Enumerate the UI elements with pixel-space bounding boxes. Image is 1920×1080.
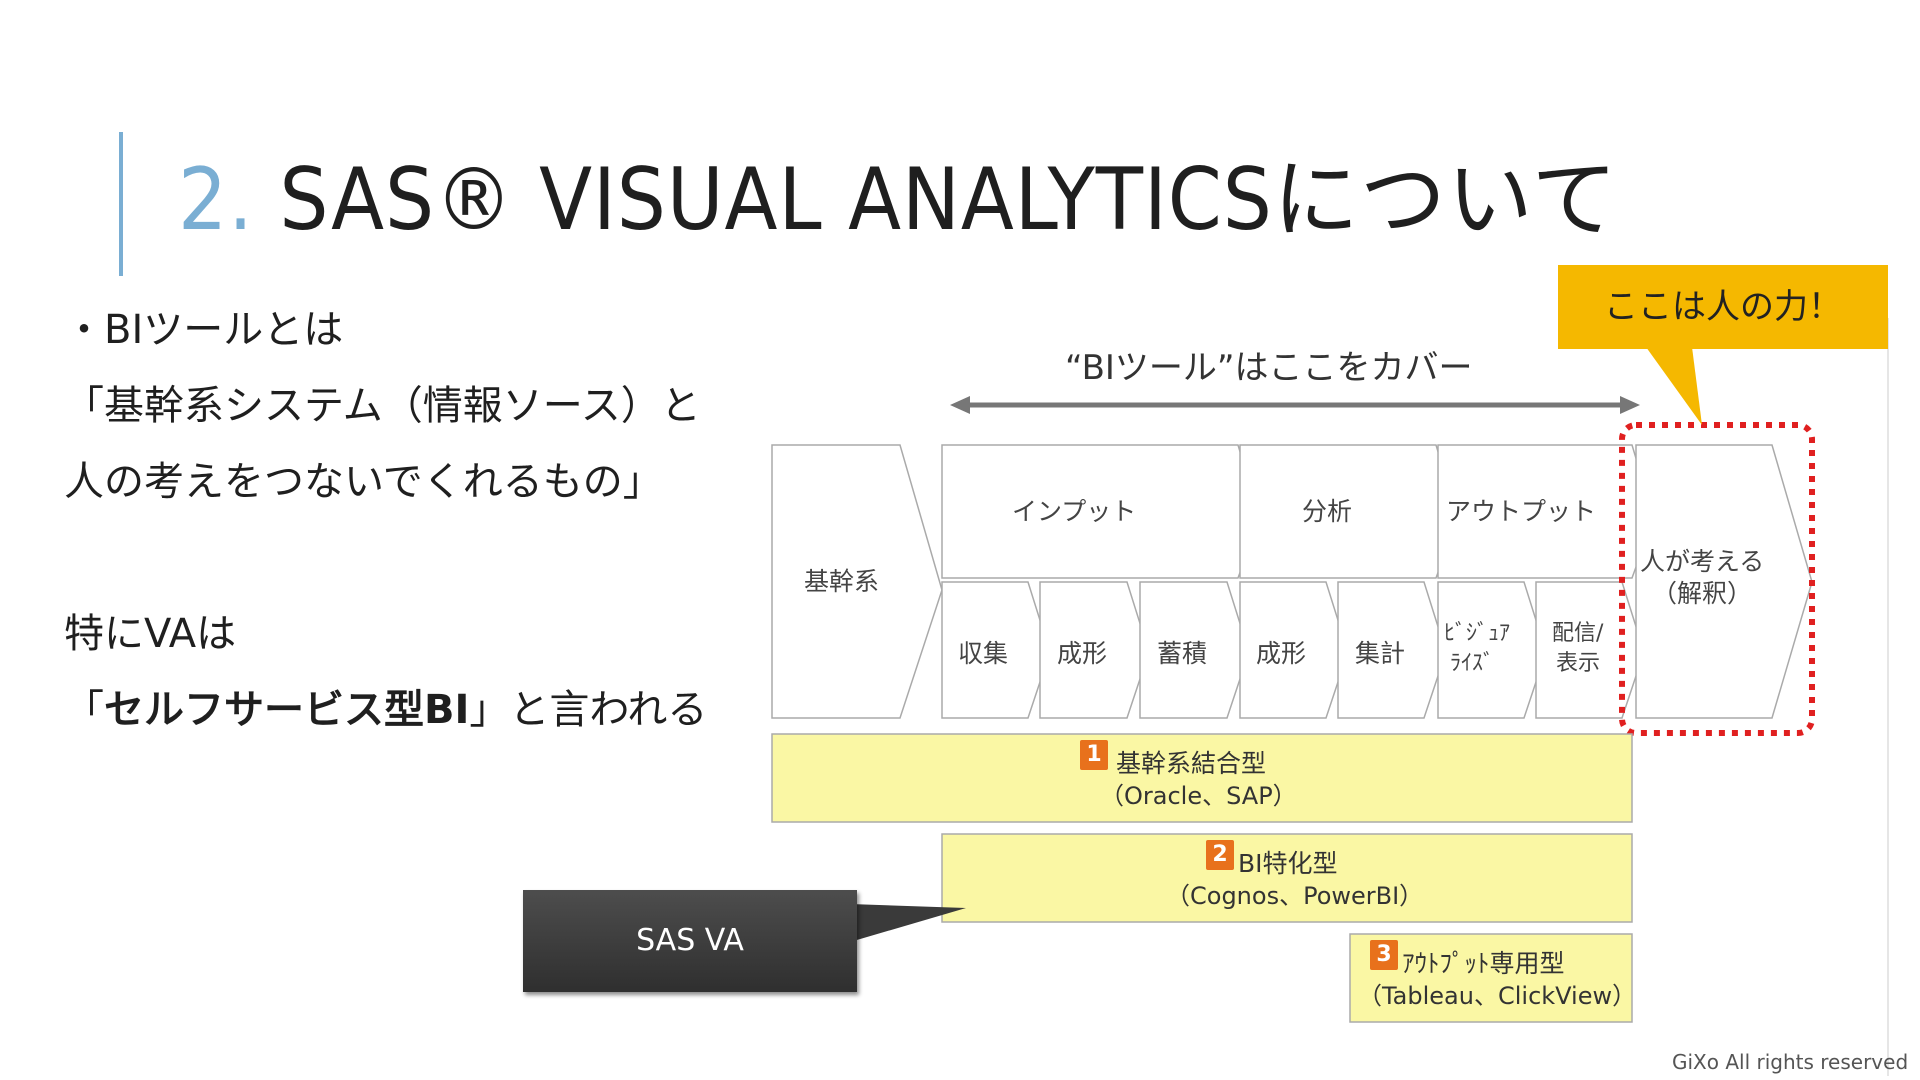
tier-1-bar	[771, 733, 1633, 823]
output-label: アウトプット	[1446, 497, 1597, 526]
human-highlight-box	[1619, 422, 1815, 736]
human-callout-text: ここは人の力！	[1604, 287, 1842, 327]
self-service-line: 「セルフサービス型BI」と言われる	[64, 682, 707, 738]
coverage-arrow	[950, 396, 1640, 414]
step-store-label: 蓄積	[1157, 639, 1208, 668]
step-collect-chevron	[941, 581, 1051, 719]
step-visualize-label-1: ﾋﾞｼﾞｭｱ	[1444, 621, 1511, 646]
sasva-callout	[523, 890, 857, 992]
step-visualize-chevron	[1437, 581, 1547, 719]
tier-2-label: BI特化型	[1238, 849, 1338, 878]
step-deliver-chevron	[1535, 581, 1645, 719]
step-aggregate-label: 集計	[1355, 639, 1406, 668]
step-aggregate-chevron	[1337, 581, 1447, 719]
tier-2-bar	[941, 833, 1633, 923]
self-service-bold: セルフサービス型BI	[104, 687, 470, 733]
step-shape2-chevron	[1239, 581, 1349, 719]
page-title: 2. SAS® VISUAL ANALYTICSについて	[178, 150, 1618, 250]
va-line: 特にVAは	[64, 611, 237, 657]
self-service-open: 「	[64, 687, 104, 733]
definition-line-1: 「基幹系システム（情報ソース）と	[64, 383, 701, 429]
self-service-rest: 」と言われる	[469, 687, 708, 733]
step-visualize-label-2: ﾗｲｽﾞ	[1450, 651, 1495, 676]
human-callout-pointer	[1646, 347, 1702, 425]
core-system-label: 基幹系	[804, 567, 880, 596]
title-number: 2.	[178, 150, 254, 250]
diagram-graphics	[771, 318, 1889, 1076]
step-shape1-label: 成形	[1057, 639, 1108, 668]
tier-3-sub: （Tableau、ClickView）	[1358, 982, 1637, 1010]
title-text: SAS® VISUAL ANALYTICSについて	[253, 150, 1619, 250]
human-label-2: （解釈）	[1652, 579, 1753, 608]
analysis-label: 分析	[1302, 497, 1353, 526]
human-callout	[1558, 265, 1888, 349]
tier-3-badge: 3	[1370, 940, 1398, 970]
input-label: インプット	[1012, 497, 1137, 526]
sasva-callout-text: SAS VA	[636, 923, 744, 958]
step-shape2-label: 成形	[1256, 639, 1307, 668]
step-deliver-label-1: 配信/	[1552, 621, 1604, 646]
bi-tool-diagram: “BIツール”はここをカバー 基幹系 インプット 分析 アウトプット 人が考える…	[760, 300, 1900, 1080]
coverage-header: “BIツール”はここをカバー	[1065, 348, 1473, 388]
tier-1-sub: （Oracle、SAP）	[1100, 782, 1297, 810]
definition-line-2: 人の考えをつないでくれるもの」	[64, 459, 663, 505]
core-system-chevron	[771, 444, 943, 719]
title-accent-bar	[119, 132, 123, 276]
tier-1-label: 基幹系結合型	[1116, 749, 1267, 778]
step-collect-label: 収集	[958, 639, 1009, 668]
step-store-chevron	[1139, 581, 1250, 719]
tier-3-label: ｱｳﾄﾌﾟｯﾄ専用型	[1402, 949, 1565, 978]
human-label-1: 人が考える	[1640, 547, 1765, 576]
step-shape1-chevron	[1039, 581, 1150, 719]
step-deliver-label-2: 表示	[1556, 651, 1601, 676]
copyright-text: GiXo All rights reserved	[1672, 1050, 1909, 1074]
sasva-callout-pointer	[850, 904, 966, 942]
bullet-bi-tool: ・BIツールとは	[64, 307, 344, 353]
tier-1-badge: 1	[1080, 740, 1108, 770]
tier-2-badge: 2	[1206, 840, 1234, 870]
tier-2-sub: （Cognos、PowerBI）	[1166, 882, 1424, 910]
human-chevron	[1635, 444, 1813, 719]
